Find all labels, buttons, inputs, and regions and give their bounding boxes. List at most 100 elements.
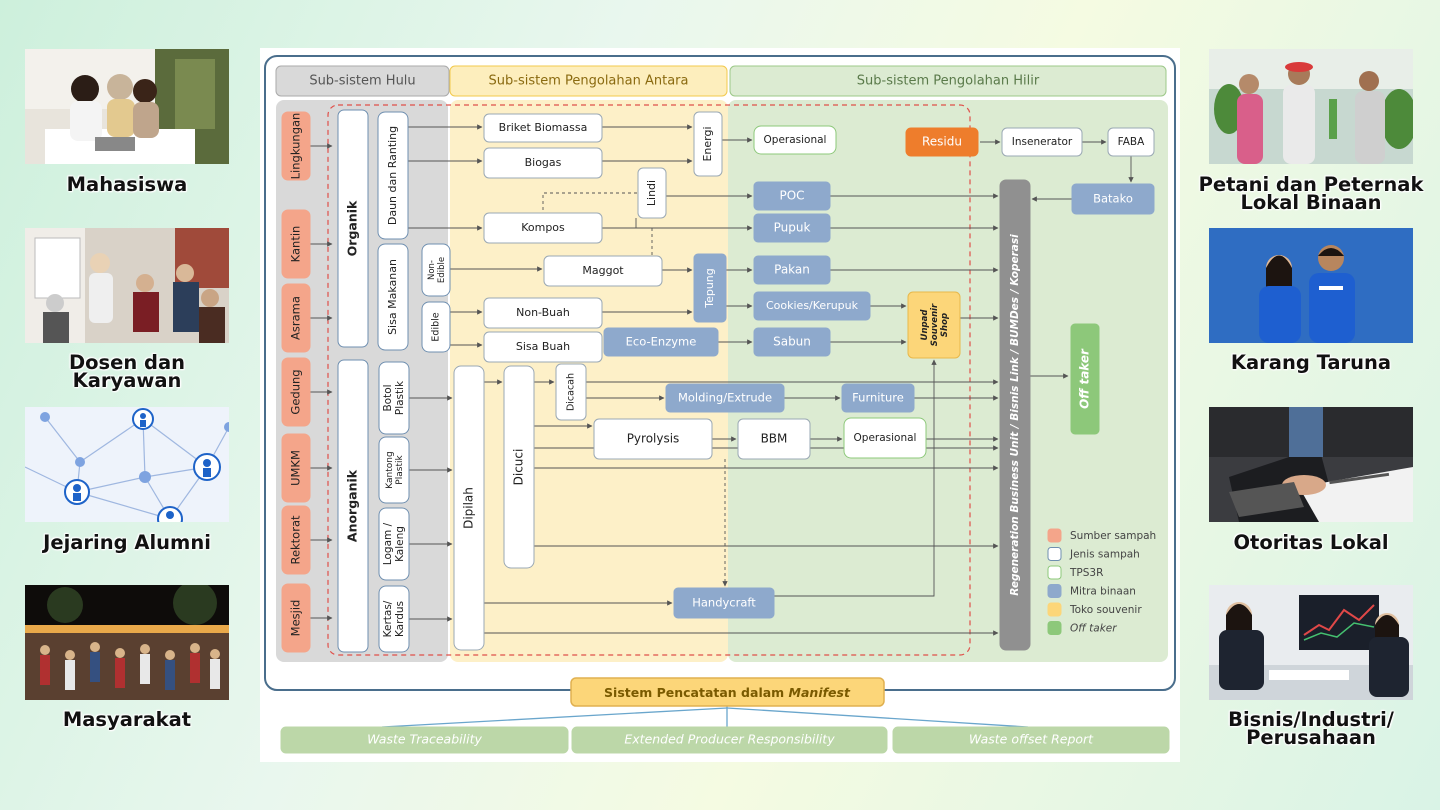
legend-label: Toko souvenir bbox=[1069, 604, 1142, 616]
residu-box bbox=[905, 127, 979, 157]
header-antara-label: Sub-sistem Pengolahan Antara bbox=[489, 74, 689, 89]
mitra-batako bbox=[1071, 183, 1155, 215]
output-2-label: Extended Producer Responsibility bbox=[624, 732, 835, 747]
tps-energi bbox=[693, 111, 723, 177]
legend-swatch bbox=[1047, 602, 1062, 617]
regeneration-business-unit-label: Regeneration Business Unit / Bisnis Link… bbox=[1009, 234, 1021, 596]
tps-pyrolysis-label: Pyrolysis bbox=[627, 432, 680, 446]
header-antara bbox=[449, 65, 728, 97]
mitra-pakan bbox=[753, 255, 831, 285]
mitra-molding-label: Molding/Extrude bbox=[678, 391, 772, 405]
type-non-edible bbox=[421, 243, 451, 297]
source-gedung bbox=[281, 357, 311, 427]
type-logam-kaleng-label: Logam /Kaleng bbox=[382, 522, 406, 565]
category-organik bbox=[337, 109, 369, 348]
masyarakat-photo bbox=[25, 585, 229, 700]
type-kantong-plastik-label: KantongPlastik bbox=[384, 451, 404, 488]
tps-dicuci bbox=[503, 365, 535, 569]
mitra-furniture bbox=[841, 383, 915, 413]
tps-dipilah bbox=[453, 365, 485, 651]
output-2 bbox=[571, 726, 888, 754]
tps-briket-label: Briket Biomassa bbox=[499, 121, 588, 134]
tps-non-buah bbox=[483, 297, 603, 329]
tps-operasional-1 bbox=[753, 125, 837, 155]
tps-biogas-label: Biogas bbox=[525, 156, 562, 169]
category-anorganik-label: Anorganik bbox=[345, 469, 360, 542]
tps-dicacah-label: Dicacah bbox=[566, 373, 577, 411]
mitra-tepung bbox=[693, 253, 727, 323]
bisnis-label: Bisnis/Industri/ Perusahaan bbox=[1228, 708, 1394, 749]
mitra-furniture-label: Furniture bbox=[852, 391, 904, 405]
tps-kompos bbox=[483, 212, 603, 244]
tps-maggot bbox=[543, 255, 663, 287]
source-gedung-label: Gedung bbox=[289, 369, 303, 414]
residu-box-label: Residu bbox=[922, 135, 962, 149]
type-kertas-kardus-label: Kertas/Kardus bbox=[382, 600, 406, 637]
mitra-cookies bbox=[753, 291, 871, 321]
mitra-sabun bbox=[753, 327, 831, 357]
source-umkm bbox=[281, 433, 311, 503]
source-lingkungan bbox=[281, 111, 311, 181]
type-edible bbox=[421, 301, 451, 353]
type-botol-plastik-label: BotolPlastik bbox=[382, 380, 406, 415]
legend-swatch bbox=[1047, 547, 1062, 561]
type-kertas-kardus bbox=[378, 585, 410, 653]
petani-photo bbox=[1209, 49, 1413, 164]
tps-lindi-label: Lindi bbox=[645, 180, 658, 206]
tps-insenerator-label: Insenerator bbox=[1012, 136, 1073, 148]
legend-swatch bbox=[1047, 584, 1062, 598]
tps-sisa-buah-label: Sisa Buah bbox=[516, 340, 570, 353]
souvenir-shop-label: UnpadSouvenirShop bbox=[920, 303, 950, 346]
off-taker-label: Off taker bbox=[1078, 348, 1092, 409]
legend-swatch bbox=[1047, 528, 1062, 543]
type-edible-label: Edible bbox=[431, 312, 442, 341]
otoritas-label: Otoritas Lokal bbox=[1233, 531, 1389, 554]
tps-dicacah bbox=[555, 363, 587, 421]
tps3r-boundary bbox=[327, 104, 971, 656]
alumni-label: Jejaring Alumni bbox=[43, 531, 211, 554]
souvenir-shop bbox=[907, 291, 961, 359]
waste-system-diagram: Sub-sistem Hulu Sub-sistem Pengolahan Ant… bbox=[260, 48, 1180, 762]
petani-label: Petani dan Peternak Lokal Binaan bbox=[1198, 173, 1424, 214]
bisnis-photo bbox=[1209, 585, 1413, 700]
output-3-label: Waste offset Report bbox=[969, 732, 1094, 747]
karang-taruna-label: Karang Taruna bbox=[1230, 351, 1392, 374]
tps-maggot-label: Maggot bbox=[582, 264, 624, 277]
tps-pyrolysis bbox=[593, 418, 713, 460]
tps-bbm bbox=[737, 418, 811, 460]
type-kantong-plastik bbox=[378, 436, 410, 504]
tps-dipilah-label: Dipilah bbox=[462, 487, 476, 529]
tps-sisa-buah bbox=[483, 331, 603, 363]
regeneration-business-unit bbox=[999, 179, 1031, 651]
legend-swatch bbox=[1047, 565, 1062, 580]
off-taker bbox=[1070, 323, 1100, 435]
header-hulu-label: Sub-sistem Hulu bbox=[309, 74, 415, 89]
header-hilir bbox=[729, 65, 1167, 97]
mitra-eco-enzyme-label: Eco-Enzyme bbox=[626, 335, 697, 349]
mitra-batako-label: Batako bbox=[1093, 192, 1133, 206]
source-mesjid bbox=[281, 583, 311, 653]
mitra-handycraft bbox=[673, 587, 775, 619]
source-rektorat-label: Rektorat bbox=[289, 515, 303, 565]
manifest-label: Sistem Pencatatan dalam Manifest bbox=[604, 685, 851, 700]
masyarakat-label: Masyarakat bbox=[62, 708, 192, 731]
flow-arrow bbox=[381, 707, 728, 728]
type-sisa-makanan bbox=[377, 243, 409, 351]
type-non-edible-label: Non-Edible bbox=[427, 257, 447, 283]
source-umkm-label: UMKM bbox=[289, 450, 303, 486]
type-daun-ranting bbox=[377, 111, 409, 240]
flow-arrow bbox=[774, 359, 937, 597]
source-rektorat bbox=[281, 505, 311, 575]
source-lingkungan-label: Lingkungan bbox=[289, 113, 303, 180]
source-kantin bbox=[281, 209, 311, 279]
tps-faba-label: FABA bbox=[1118, 136, 1145, 148]
tps-kompos-label: Kompos bbox=[521, 221, 565, 234]
output-1 bbox=[280, 726, 569, 754]
mitra-molding bbox=[665, 383, 785, 413]
diagram-canvas: Sub-sistem Hulu Sub-sistem Pengolahan Ant… bbox=[264, 55, 1176, 754]
karang-taruna-photo bbox=[1209, 228, 1413, 343]
type-sisa-makanan-label: Sisa Makanan bbox=[386, 259, 399, 335]
legend-label: Jenis sampah bbox=[1069, 549, 1140, 561]
legend-label: Off taker bbox=[1070, 623, 1117, 635]
tps-insenerator bbox=[1001, 127, 1083, 157]
